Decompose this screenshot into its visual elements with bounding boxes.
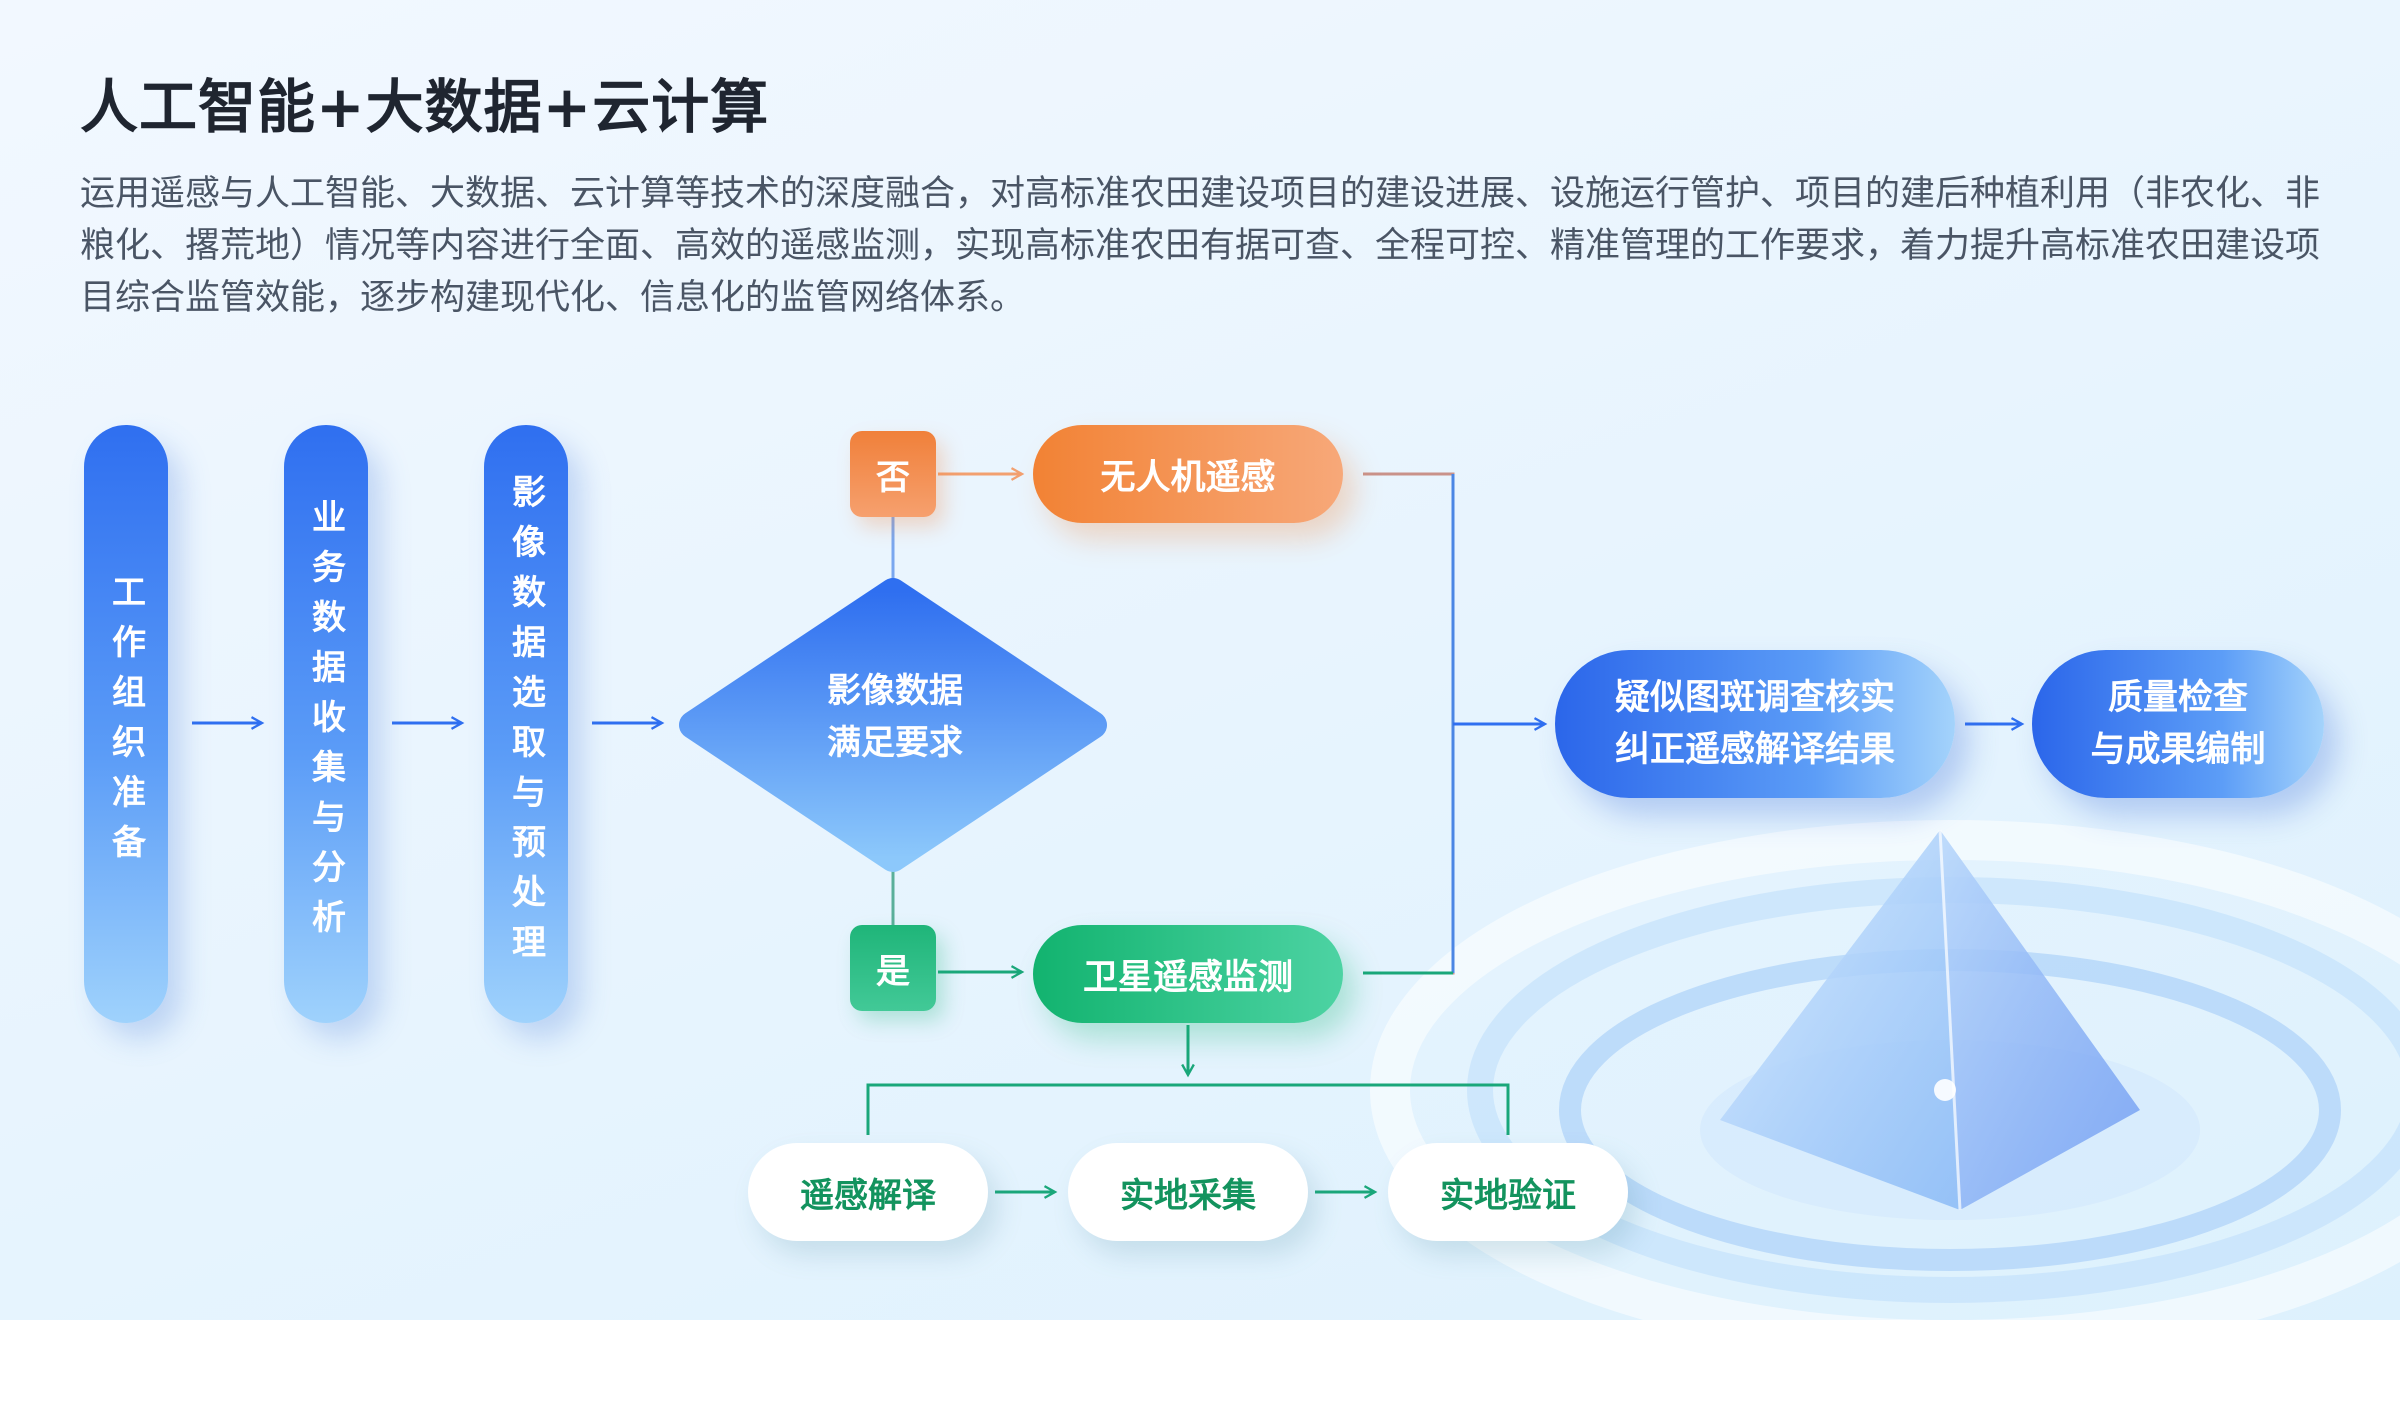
decision-line-2: 满足要求 (827, 723, 963, 763)
verify-node: 疑似图斑调查核实 纠正遥感解译结果 (1555, 650, 1955, 798)
decision-line-1: 影像数据 (827, 671, 963, 711)
quality-node: 质量检查 与成果编制 (2032, 650, 2324, 798)
decision-label: 影像数据 满足要求 (760, 665, 1030, 769)
page-title: 人工智能+大数据+云计算 (80, 73, 770, 141)
decision-diamond (679, 578, 1107, 872)
step-work-organization: 工作组织准备 (84, 425, 168, 1023)
substep-field-verification: 实地验证 (1388, 1143, 1628, 1241)
diagram-panel: 人工智能+大数据+云计算 运用遥感与人工智能、大数据、云计算等技术的深度融合，对… (0, 0, 2400, 1320)
yes-tag: 是 (850, 925, 936, 1011)
no-tag: 否 (850, 431, 936, 517)
flow-connectors (192, 0, 2400, 1320)
step-label: 业务数据收集与分析 (305, 499, 346, 949)
satellite-monitoring-node: 卫星遥感监测 (1033, 925, 1343, 1023)
step-label: 工作组织准备 (105, 574, 146, 874)
quality-line-1: 质量检查 (2107, 678, 2248, 718)
substep-field-collection: 实地采集 (1068, 1143, 1308, 1241)
step-business-data: 业务数据收集与分析 (284, 425, 368, 1023)
verify-line-1: 疑似图斑调查核实 (1614, 678, 1895, 718)
pyramid-decoration (1467, 830, 2400, 1303)
step-image-data: 影像数据选取与预处理 (484, 425, 568, 1023)
substep-interpretation: 遥感解译 (748, 1143, 988, 1241)
step-label: 影像数据选取与预处理 (505, 474, 546, 974)
uav-remote-sensing-node: 无人机遥感 (1033, 425, 1343, 523)
verify-line-2: 纠正遥感解译结果 (1614, 730, 1895, 770)
description-paragraph: 运用遥感与人工智能、大数据、云计算等技术的深度融合，对高标准农田建设项目的建设进… (80, 174, 2321, 318)
quality-line-2: 与成果编制 (2090, 730, 2266, 770)
